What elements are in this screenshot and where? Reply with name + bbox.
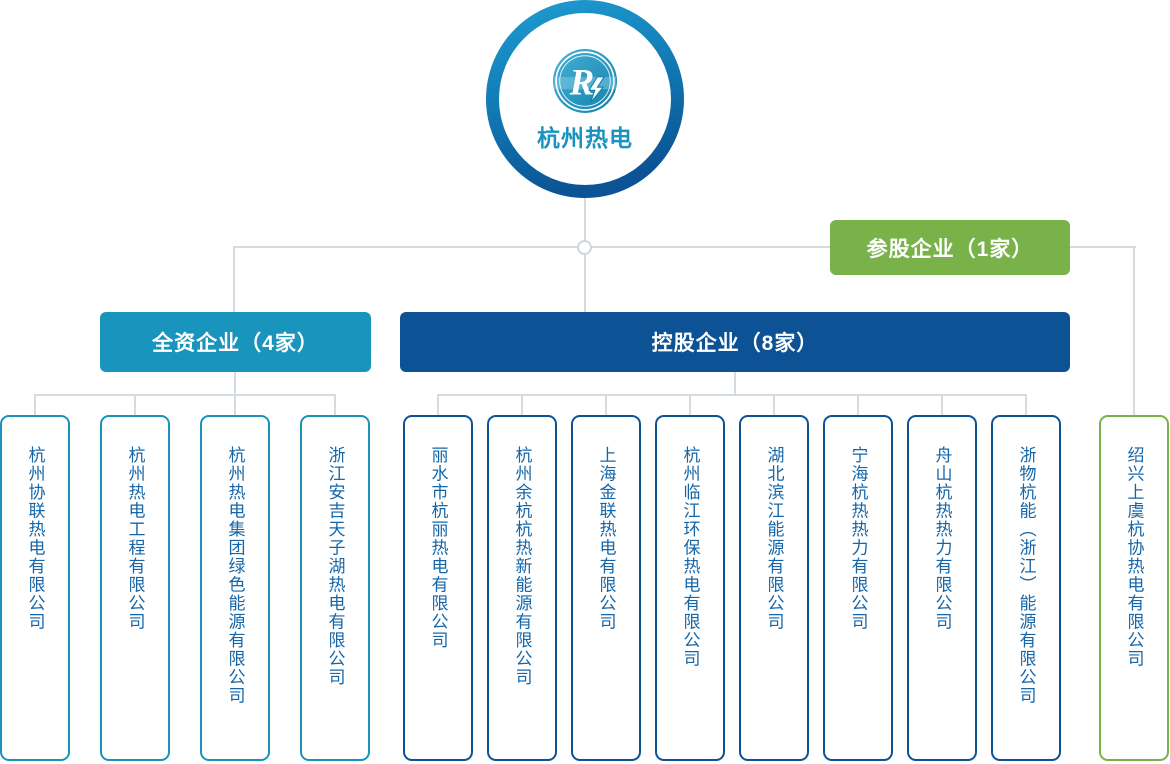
company-row-wholly-owned: 杭州协联热电有限公司 杭州热电工程有限公司 杭州热电集团绿色能源有限公司 浙江安… [0,415,370,761]
company-name: 浙江安吉天子湖热电有限公司 [325,446,345,687]
connector-tick [941,394,943,416]
company-name: 湖北滨江能源有限公司 [764,446,784,631]
company-name: 杭州余杭杭热新能源有限公司 [512,446,532,687]
connector-main-horizontal [234,246,1136,248]
connector-tick [1025,394,1027,416]
company-card: 宁海杭热热力有限公司 [823,415,893,761]
group-header-wholly-owned: 全资企业（4家） [100,312,371,372]
company-name: 杭州热电工程有限公司 [125,446,145,631]
connector-equity-drop [1133,246,1135,417]
company-name: 舟山杭热热力有限公司 [932,446,952,631]
connector-tick [234,394,236,416]
company-card: 杭州临江环保热电有限公司 [655,415,725,761]
company-card: 杭州余杭杭热新能源有限公司 [487,415,557,761]
connector-tick [689,394,691,416]
connector-holding-drop [584,246,586,312]
group-header-holding: 控股企业（8家） [400,312,1070,372]
company-card: 杭州热电工程有限公司 [100,415,170,761]
company-card: 杭州协联热电有限公司 [0,415,70,761]
root-company-name: 杭州热电 [537,124,633,151]
connector-tick [34,394,36,416]
company-name: 丽水市杭丽热电有限公司 [428,446,448,650]
company-card: 丽水市杭丽热电有限公司 [403,415,473,761]
company-name: 杭州热电集团绿色能源有限公司 [225,446,245,705]
company-row-equity: 绍兴上虞杭协热电有限公司 [1099,415,1169,761]
company-name: 上海金联热电有限公司 [596,446,616,631]
company-card: 上海金联热电有限公司 [571,415,641,761]
company-name: 浙物杭能（浙江）能源有限公司 [1016,446,1036,705]
connector-tick [773,394,775,416]
connector-tick [521,394,523,416]
company-card: 湖北滨江能源有限公司 [739,415,809,761]
group-header-equity: 参股企业（1家） [830,220,1070,275]
connector-wholly-stem [234,372,236,395]
connector-holding-stem [734,372,736,395]
company-name: 杭州临江环保热电有限公司 [680,446,700,668]
company-row-holding: 丽水市杭丽热电有限公司 杭州余杭杭热新能源有限公司 上海金联热电有限公司 杭州临… [403,415,1061,761]
company-name: 宁海杭热热力有限公司 [848,446,868,631]
svg-text:R: R [569,62,595,103]
company-logo-icon: R [553,48,617,113]
company-name: 杭州协联热电有限公司 [25,446,45,631]
company-card: 浙江安吉天子湖热电有限公司 [300,415,370,761]
connector-tick [334,394,336,416]
connector-root-stem [584,197,586,247]
connector-tick [605,394,607,416]
connector-wholly-bus [34,394,336,396]
company-card: 杭州热电集团绿色能源有限公司 [200,415,270,761]
root-node: R 杭州热电 [486,0,684,198]
connector-tick [857,394,859,416]
root-node-inner: R 杭州热电 [499,13,671,185]
company-card: 舟山杭热热力有限公司 [907,415,977,761]
connector-tick [134,394,136,416]
connector-wholly-drop [233,246,235,312]
company-card: 浙物杭能（浙江）能源有限公司 [991,415,1061,761]
company-card: 绍兴上虞杭协热电有限公司 [1099,415,1169,761]
junction-ring-icon [577,240,592,255]
connector-holding-bus [437,394,1027,396]
company-name: 绍兴上虞杭协热电有限公司 [1124,446,1144,668]
connector-tick [437,394,439,416]
